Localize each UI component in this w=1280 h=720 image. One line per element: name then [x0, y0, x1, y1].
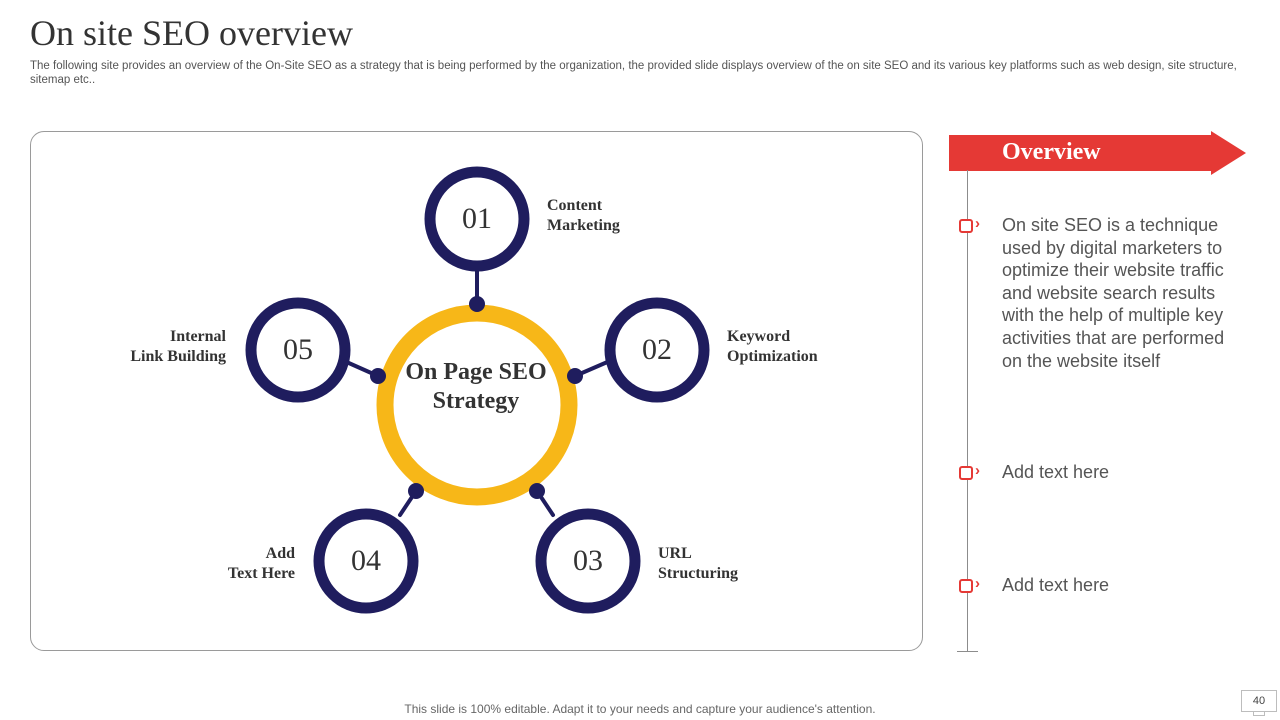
- page-number-stand: [1253, 712, 1265, 716]
- bullet-box: [959, 579, 973, 593]
- node-number-05: 05: [283, 333, 313, 366]
- node-label-03: URL Structuring: [658, 544, 738, 584]
- page-number: 40: [1241, 690, 1277, 712]
- overview-bullet-2: Add text here: [1002, 462, 1110, 482]
- node-number-03: 03: [573, 544, 603, 577]
- node-ring-03: [535, 508, 641, 614]
- node-number-01: 01: [462, 202, 492, 235]
- diagram-panel: [30, 131, 923, 651]
- node-label-01: Content Marketing: [547, 196, 620, 236]
- connector-dot-05: [370, 368, 386, 384]
- page-title: On site SEO overview: [30, 13, 353, 53]
- node-label-04-line2: Text Here: [227, 565, 295, 582]
- timeline-foot: [957, 651, 978, 652]
- page-subtitle: The following site provides an overview …: [30, 60, 1237, 86]
- node-label-02-line2: Optimization: [727, 348, 818, 365]
- box-chevron-icon: ›: [959, 575, 989, 596]
- node-label-03-line1: URL: [658, 545, 692, 562]
- node-ring-05: [245, 297, 351, 403]
- box-chevron-icon: ›: [959, 215, 989, 236]
- box-chevron-icon: ›: [959, 462, 989, 483]
- arrow-banner-icon: [949, 131, 1246, 175]
- node-label-03-line2: Structuring: [658, 565, 738, 582]
- node-number-02: 02: [642, 333, 672, 366]
- slide-footer: This slide is 100% editable. Adapt it to…: [404, 702, 876, 716]
- node-label-05: Internal Link Building: [86, 327, 226, 367]
- overview-bullet-1: On site SEO is a technique used by digit…: [1002, 215, 1225, 371]
- node-label-01-line1: Content: [547, 197, 603, 214]
- node-label-02-line1: Keyword: [727, 328, 791, 345]
- center-label: On Page SEO Strategy: [405, 359, 547, 414]
- node-label-04: Add Text Here: [155, 544, 295, 584]
- overview-banner: [949, 131, 1246, 175]
- node-ring-01: [424, 166, 530, 272]
- overview-bullet-3: Add text here: [1002, 575, 1110, 595]
- node-number-04: 04: [351, 544, 381, 577]
- timeline-line: [967, 170, 968, 652]
- chevron-right-icon: ›: [975, 575, 980, 592]
- node-label-01-line2: Marketing: [547, 217, 620, 234]
- connector-dot-02: [567, 368, 583, 384]
- node-ring-04: [313, 508, 419, 614]
- node-ring-02: [604, 297, 710, 403]
- connector-dot-01: [469, 296, 485, 312]
- bullet-box: [959, 219, 973, 233]
- chevron-right-icon: ›: [975, 215, 980, 232]
- center-ring: [376, 304, 578, 506]
- chevron-right-icon: ›: [975, 462, 980, 479]
- node-label-04-line1: Add: [265, 545, 295, 562]
- overview-heading: Overview: [1002, 139, 1101, 165]
- node-label-02: Keyword Optimization: [727, 327, 818, 367]
- connector-dot-04: [408, 483, 424, 499]
- node-label-05-line2: Link Building: [130, 348, 226, 365]
- node-label-05-line1: Internal: [170, 328, 226, 345]
- bullet-box: [959, 466, 973, 480]
- connector-dot-03: [529, 483, 545, 499]
